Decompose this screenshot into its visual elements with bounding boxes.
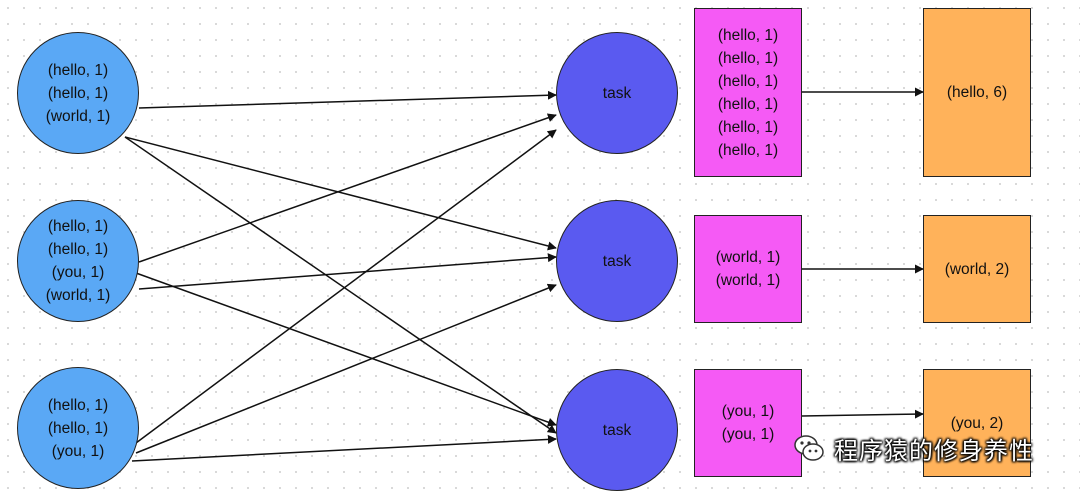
watermark-text: 程序猿的修身养性	[834, 436, 1034, 465]
source-node-3: (hello, 1) (hello, 1) (you, 1)	[17, 367, 139, 489]
edge-s2-t1	[138, 113, 557, 263]
source-2-line-2: (hello, 1)	[47, 241, 109, 258]
group-hello-line-5: (hello, 1)	[717, 118, 779, 136]
group-box-you: (you, 1) (you, 1)	[694, 369, 802, 477]
group-box-world: (world, 1) (world, 1)	[694, 215, 802, 323]
result-hello-label: (hello, 6)	[946, 84, 1008, 101]
group-hello-line-6: (hello, 1)	[717, 141, 779, 159]
group-world-line-2: (world, 1)	[715, 272, 781, 289]
edge-s1-t3	[124, 136, 557, 434]
source-2-line-3: (you, 1)	[51, 264, 105, 281]
source-3-line-1: (hello, 1)	[47, 396, 109, 414]
source-1-line-1: (hello, 1)	[47, 61, 109, 79]
edge-s3-t2	[135, 283, 557, 454]
group-box-hello: (hello, 1) (hello, 1) (hello, 1) (hello,…	[694, 8, 802, 177]
task-node-1: task	[556, 32, 678, 154]
result-box-hello: (hello, 6)	[923, 8, 1031, 177]
edge-s3-t3	[131, 434, 557, 462]
source-1-line-2: (hello, 1)	[47, 84, 109, 102]
group-world-line-1: (world, 1)	[715, 249, 781, 266]
group-hello-line-1: (hello, 1)	[717, 26, 779, 44]
group-hello-line-4: (hello, 1)	[717, 95, 779, 113]
result-box-world: (world, 2)	[923, 215, 1031, 323]
source-3-line-2: (hello, 1)	[47, 419, 109, 437]
task-2-label: task	[602, 252, 632, 270]
edge-you-result	[801, 409, 924, 419]
source-3-line-3: (you, 1)	[51, 442, 105, 460]
task-node-3: task	[556, 369, 678, 491]
result-you-label: (you, 2)	[950, 414, 1004, 432]
group-you-line-2: (you, 1)	[721, 426, 775, 443]
edge-s1-t1	[138, 90, 557, 109]
result-box-you: (you, 2)	[923, 369, 1031, 477]
source-node-1: (hello, 1) (hello, 1) (world, 1)	[17, 32, 139, 154]
edge-s2-t3	[135, 272, 557, 427]
task-1-label: task	[602, 84, 632, 102]
edge-s2-t2	[138, 253, 557, 290]
edge-s1-t2	[124, 136, 557, 251]
edge-s3-t1	[135, 129, 557, 444]
wechat-icon	[794, 435, 824, 461]
group-hello-line-2: (hello, 1)	[717, 49, 779, 67]
source-2-line-4: (world, 1)	[45, 287, 111, 304]
result-world-label: (world, 2)	[944, 260, 1010, 278]
group-hello-line-3: (hello, 1)	[717, 72, 779, 90]
source-2-line-1: (hello, 1)	[47, 218, 109, 235]
source-1-line-3: (world, 1)	[45, 107, 111, 125]
watermark: 程序猿的修身养性	[792, 430, 1034, 466]
task-node-2: task	[556, 200, 678, 322]
group-you-line-1: (you, 1)	[721, 403, 775, 420]
task-3-label: task	[602, 421, 632, 439]
source-node-2: (hello, 1) (hello, 1) (you, 1) (world, 1…	[17, 200, 139, 322]
